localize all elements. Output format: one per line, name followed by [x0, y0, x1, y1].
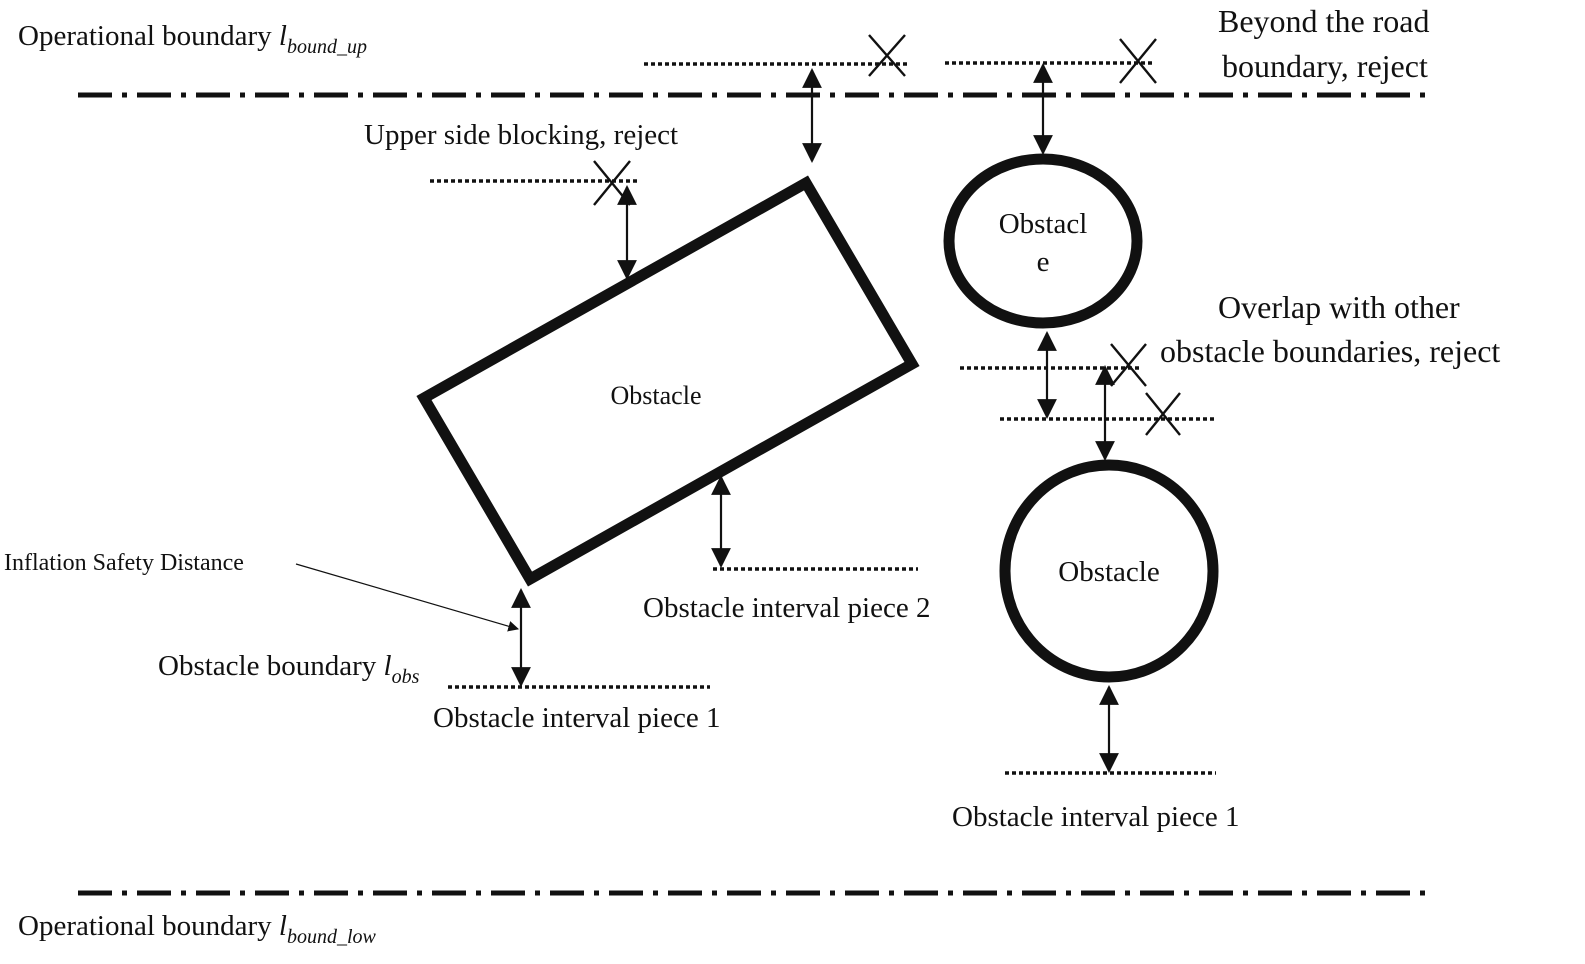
- reject-x-icon: [1145, 392, 1181, 436]
- circular-obstacle-bottom-label: Obstacle: [1058, 556, 1159, 588]
- circular-obstacle-top-label-line2: e: [1037, 246, 1050, 278]
- rectangular-obstacle-label: Obstacle: [611, 381, 702, 410]
- obstacle-boundary-label: Obstacle boundary lobs: [158, 650, 420, 688]
- rectangular-obstacle: [416, 175, 920, 587]
- upper-blocking-label: Upper side blocking, reject: [364, 119, 678, 151]
- reject-x-icon: [593, 160, 631, 206]
- reject-x-icon: [868, 34, 906, 77]
- interval-piece2-label: Obstacle interval piece 2: [643, 592, 930, 624]
- circular-obstacle-bottom: [999, 459, 1219, 683]
- interval-piece1-left-label: Obstacle interval piece 1: [433, 702, 720, 734]
- inflation-safety-leader: [295, 563, 520, 632]
- circular-obstacle-top-label-line1: Obstacl: [999, 208, 1088, 240]
- beyond-road-label-line2: boundary, reject: [1222, 48, 1428, 84]
- inflation-safety-label: Inflation Safety Distance: [4, 550, 244, 576]
- operational-boundary-low-label: Operational boundary lbound_low: [18, 910, 377, 948]
- operational-boundary-up-label: Operational boundary lbound_up: [18, 20, 367, 58]
- overlap-label-line1: Overlap with other: [1218, 289, 1460, 325]
- beyond-road-label-line1: Beyond the road: [1218, 3, 1430, 39]
- circular-obstacle-top: [943, 153, 1143, 329]
- reject-x-icon: [1119, 38, 1157, 84]
- reject-x-icon: [1110, 343, 1147, 387]
- interval-piece1-right-label: Obstacle interval piece 1: [952, 801, 1239, 833]
- overlap-label-line2: obstacle boundaries, reject: [1160, 333, 1500, 369]
